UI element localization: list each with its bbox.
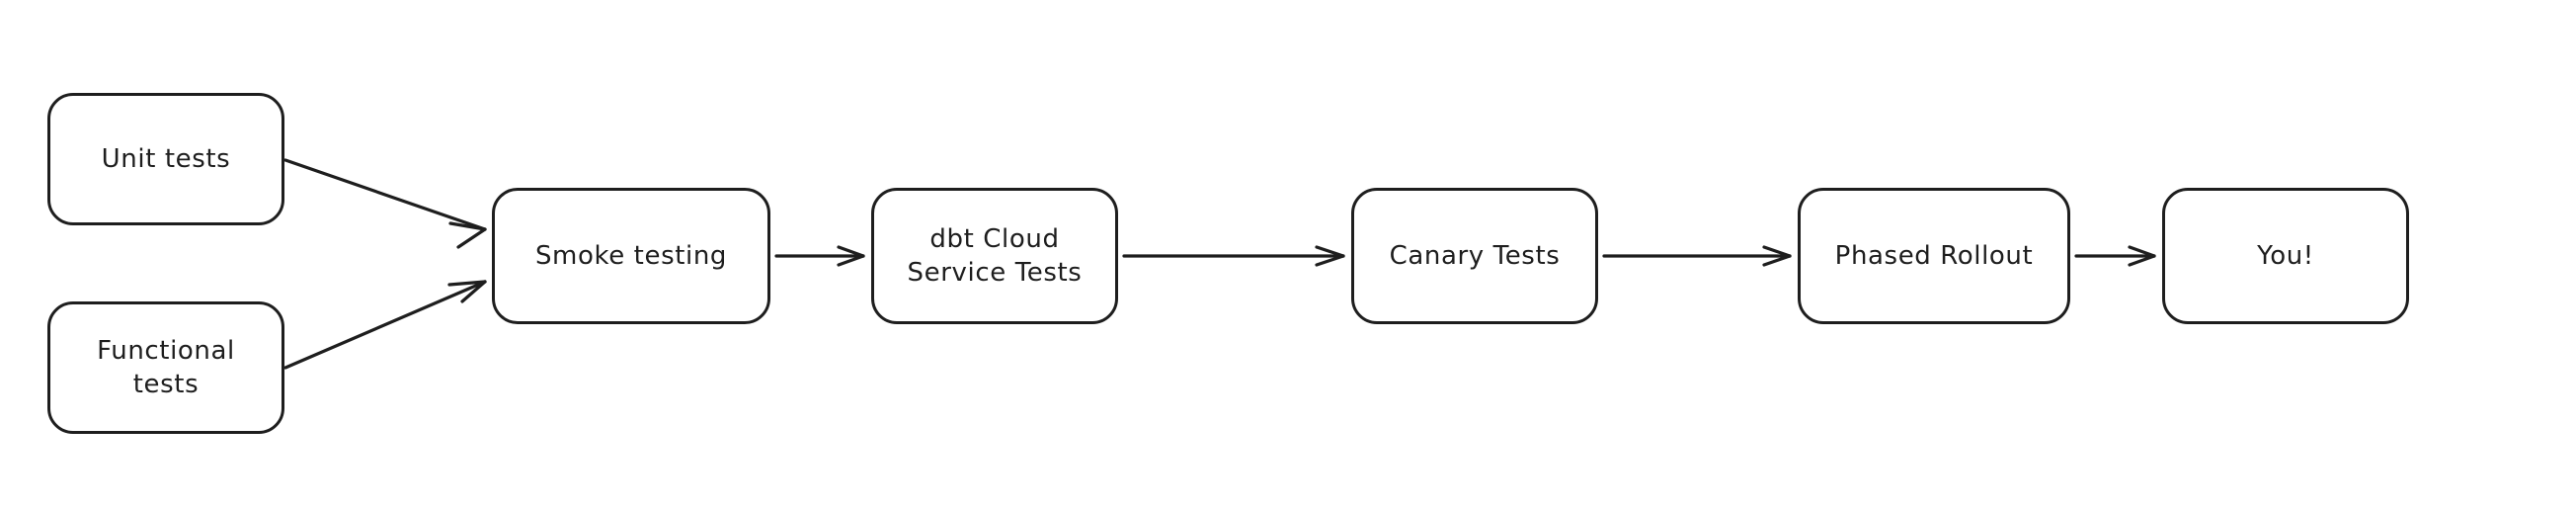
edge-dbt-cloud-to-canary-tests	[1122, 245, 1345, 267]
edge-unit-tests-to-smoke-testing	[283, 158, 487, 249]
node-canary-tests-label: Canary Tests	[1389, 240, 1561, 271]
node-unit-tests[interactable]: Unit tests	[47, 93, 284, 225]
node-you[interactable]: You!	[2162, 188, 2409, 324]
node-dbt-cloud-service-tests[interactable]: dbt Cloud Service Tests	[871, 188, 1118, 324]
node-phased-rollout[interactable]: Phased Rollout	[1798, 188, 2070, 324]
edge-canary-tests-to-phased-rollout	[1602, 245, 1792, 267]
node-smoke-testing-label: Smoke testing	[534, 240, 728, 271]
node-canary-tests[interactable]: Canary Tests	[1351, 188, 1598, 324]
node-unit-tests-label: Unit tests	[101, 143, 231, 174]
node-functional-tests-label: Functional tests	[97, 335, 235, 399]
edge-phased-rollout-to-you	[2074, 245, 2156, 267]
node-dbt-cloud-service-tests-label: dbt Cloud Service Tests	[907, 223, 1083, 288]
node-phased-rollout-label: Phased Rollout	[1834, 240, 2034, 271]
edge-functional-tests-to-smoke-testing	[283, 280, 487, 370]
edge-smoke-testing-to-dbt-cloud	[774, 245, 865, 267]
node-smoke-testing[interactable]: Smoke testing	[492, 188, 770, 324]
node-you-label: You!	[2257, 240, 2314, 271]
node-functional-tests[interactable]: Functional tests	[47, 301, 284, 434]
